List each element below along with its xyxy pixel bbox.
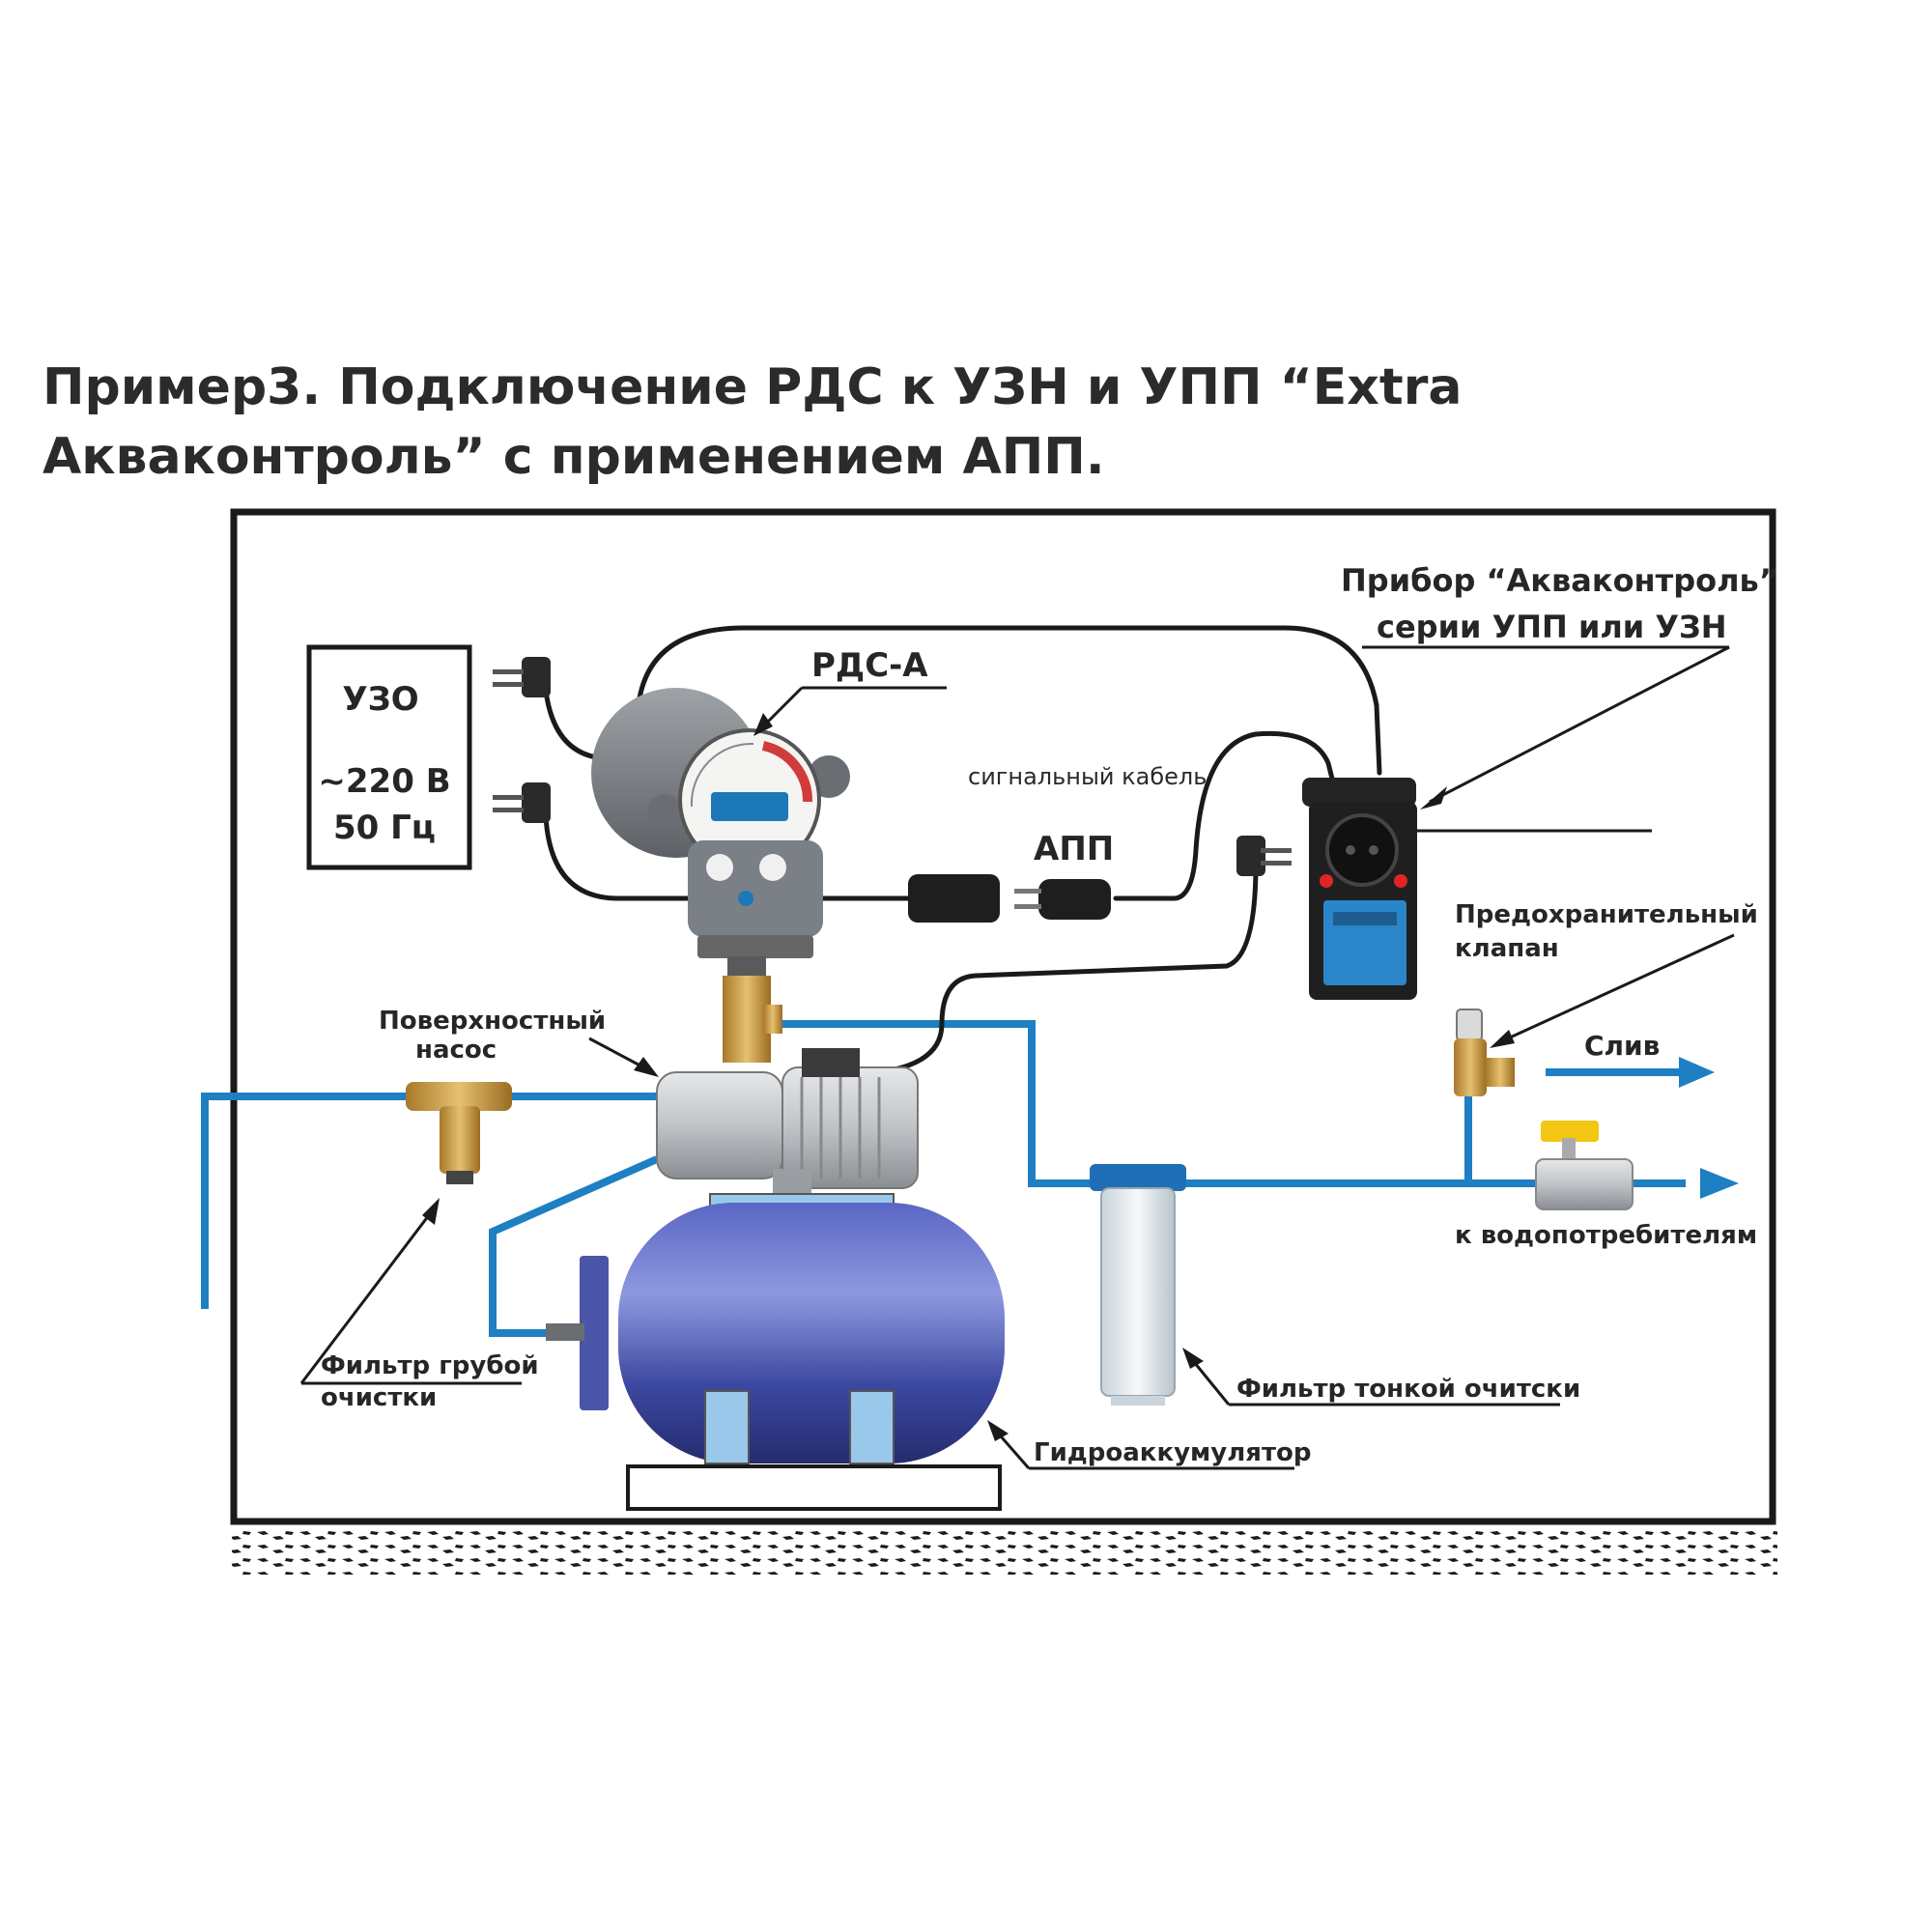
consumers-label: к водопотребителям	[1455, 1221, 1757, 1250]
drain-arrow-icon	[1679, 1057, 1715, 1088]
consumers-arrow-icon	[1700, 1168, 1739, 1199]
controller-device	[1302, 778, 1417, 1000]
device-label-line1: Прибор “Акваконтроль”	[1341, 562, 1779, 599]
app-label: АПП	[1034, 830, 1114, 868]
arrow-icon	[1182, 1348, 1204, 1369]
arrow-icon	[1490, 1030, 1515, 1048]
arrow-icon	[422, 1198, 440, 1225]
ground-hatch	[232, 1530, 1777, 1575]
rds-label: РДС-А	[811, 646, 928, 685]
power-plug-icon	[493, 782, 551, 823]
pressure-gauge-icon	[591, 688, 850, 1063]
coarse-filter-label-line1: Фильтр грубой	[321, 1351, 539, 1380]
voltage-label: ~220 В	[318, 762, 450, 801]
fine-filter-label: Фильтр тонкой очитски	[1236, 1375, 1580, 1404]
arrow-icon	[753, 713, 773, 736]
page-title: Пример3. Подключение РДС к УЗН и УПП “Ex…	[43, 358, 1463, 486]
filter-icon	[1090, 1164, 1186, 1406]
pump-icon	[656, 1048, 919, 1194]
power-plug-icon	[493, 657, 551, 697]
uzo-label: УЗО	[342, 680, 418, 719]
coarse-filter-label-line2: очистки	[321, 1383, 437, 1412]
uzo-box: УЗО ~220 В 50 Гц	[306, 644, 472, 870]
safety-valve-label-line1: Предохранительный	[1455, 900, 1758, 929]
ball-valve-icon	[1535, 1121, 1634, 1210]
tank-icon	[546, 1193, 1005, 1511]
arrow-icon	[1420, 786, 1447, 810]
safety-valve-label-line2: клапан	[1455, 934, 1559, 963]
signal-cable-label: сигнальный кабель	[968, 763, 1207, 790]
surface-pump-label-line2: насос	[415, 1036, 497, 1065]
frequency-label: 50 Гц	[333, 809, 436, 847]
power-plug-icon	[1236, 836, 1292, 876]
device-label-line2: серии УПП или УЗН	[1377, 609, 1727, 645]
diagram-frame	[230, 508, 1776, 1525]
accumulator-label: Гидроаккумулятор	[1034, 1438, 1312, 1467]
drain-label: Слив	[1584, 1030, 1660, 1062]
surface-pump-label-line1: Поверхностный	[379, 1007, 606, 1036]
arrow-icon	[634, 1057, 659, 1077]
cables	[543, 625, 1382, 1077]
valve-icon	[1454, 1009, 1515, 1096]
filter-icon	[406, 1082, 512, 1184]
app-adapter	[908, 874, 1111, 923]
arrow-icon	[987, 1420, 1009, 1441]
